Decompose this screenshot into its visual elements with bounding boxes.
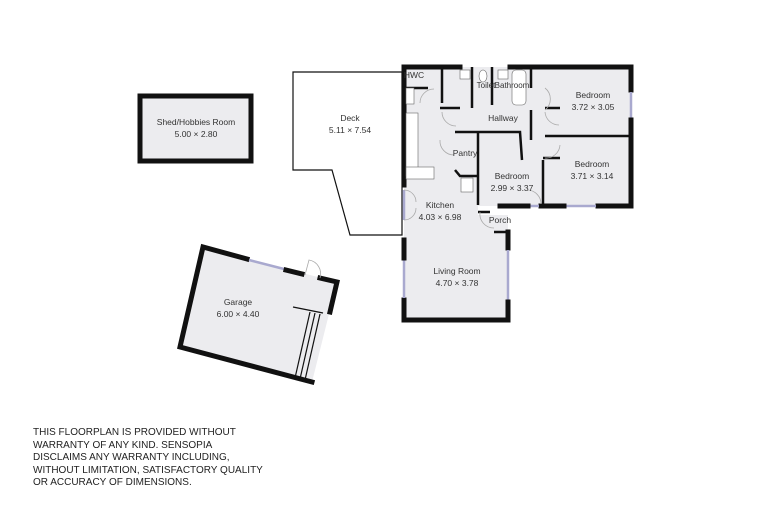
bathroom-name: Bathroom <box>495 81 530 90</box>
bedroom3-name: Bedroom <box>575 159 610 169</box>
deck-dims: 5.11 × 7.54 <box>329 125 371 135</box>
toilet-name: Toilet <box>477 81 496 90</box>
disclaimer-line: OR ACCURACY OF DIMENSIONS. <box>33 477 192 488</box>
disclaimer-line: THIS FLOORPLAN IS PROVIDED WITHOUT <box>33 427 236 438</box>
disclaimer: THIS FLOORPLAN IS PROVIDED WITHOUT WARRA… <box>33 427 263 490</box>
garage-name: Garage <box>224 297 253 307</box>
living-name: Living Room <box>433 266 480 276</box>
bedroom1-name: Bedroom <box>576 90 611 100</box>
living-dims: 4.70 × 3.78 <box>436 278 479 288</box>
disclaimer-line: WITHOUT LIMITATION, SATISFACTORY QUALITY <box>33 464 263 476</box>
main-house: HWC Toilet Bathroom Hallway Bedroom 3.72… <box>401 64 634 323</box>
porch-name: Porch <box>489 215 511 225</box>
shed-name: Shed/Hobbies Room <box>157 117 235 127</box>
kitchen-dims: 4.03 × 6.98 <box>419 212 462 222</box>
bedroom3-dims: 3.71 × 3.14 <box>571 171 614 181</box>
deck-name: Deck <box>340 113 360 123</box>
disclaimer-line: WARRANTY OF ANY KIND. SENSOPIA <box>33 439 213 451</box>
shed-room: Shed/Hobbies Room 5.00 × 2.80 <box>137 93 254 164</box>
garage-room: Garage 6.00 × 4.40 <box>177 243 341 386</box>
pantry-name: Pantry <box>453 148 478 158</box>
disclaimer-line: DISCLAIMS ANY WARRANTY INCLUDING, <box>33 452 230 463</box>
kitchen-name: Kitchen <box>426 200 455 210</box>
bedroom2-name: Bedroom <box>495 171 530 181</box>
bedroom1-dims: 3.72 × 3.05 <box>572 102 615 112</box>
hallway-name: Hallway <box>488 113 519 123</box>
shed-dims: 5.00 × 2.80 <box>175 129 218 139</box>
bedroom2-dims: 2.99 × 3.37 <box>491 183 534 193</box>
deck-area: Deck 5.11 × 7.54 <box>292 71 403 236</box>
hwc-name: HWC <box>404 70 424 80</box>
garage-dims: 6.00 × 4.40 <box>217 309 260 319</box>
